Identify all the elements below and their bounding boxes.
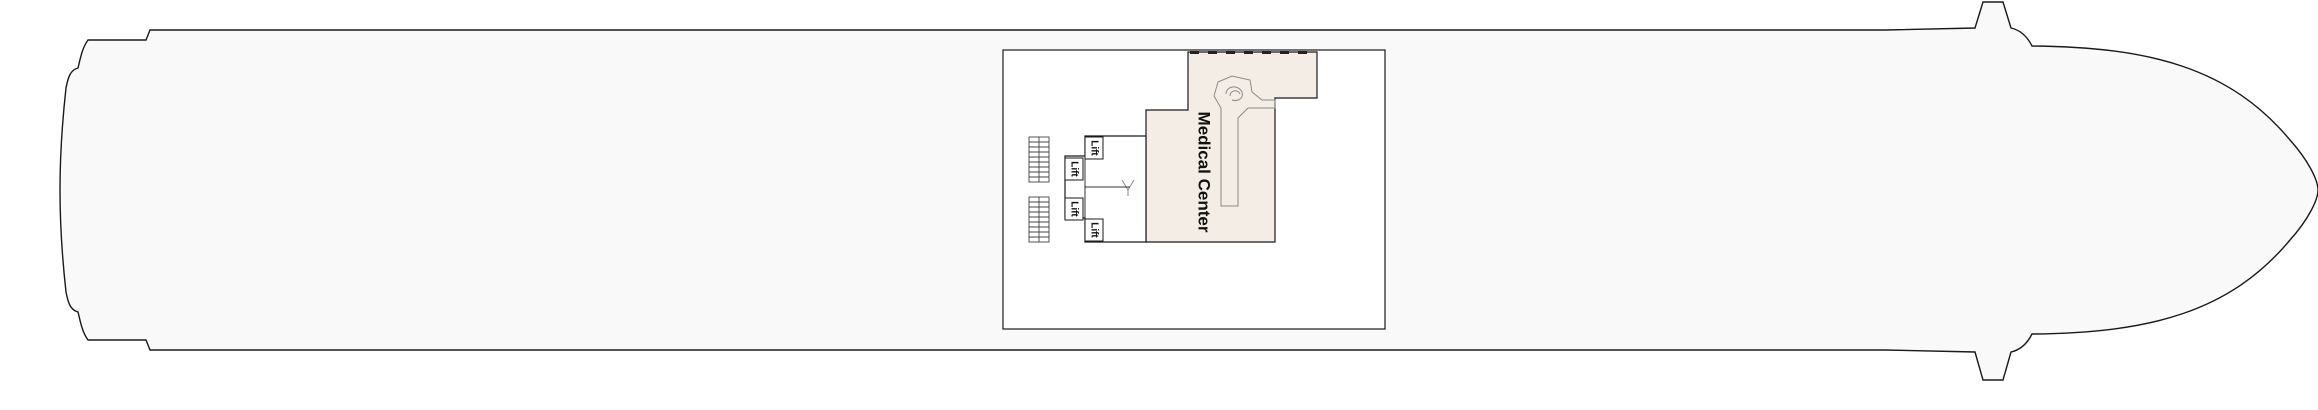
medical-windows	[1190, 51, 1307, 54]
medical-spiral-detail	[1225, 86, 1243, 101]
lobby-detail	[1121, 179, 1135, 196]
lift-label: Lift	[1068, 161, 1079, 177]
lift-3: Lift	[1064, 197, 1084, 221]
lift-2: Lift	[1064, 157, 1084, 181]
lift-label: Lift	[1088, 140, 1099, 156]
medical-corridor	[1213, 75, 1276, 207]
medical-center-label: Medical Center	[1195, 112, 1214, 233]
stairs-lower	[1028, 196, 1050, 243]
lift-4: Lift	[1084, 218, 1104, 242]
lift-label: Lift	[1068, 201, 1079, 217]
stairs-upper	[1028, 136, 1050, 183]
lift-1: Lift	[1084, 136, 1104, 160]
lift-label: Lift	[1088, 222, 1099, 238]
